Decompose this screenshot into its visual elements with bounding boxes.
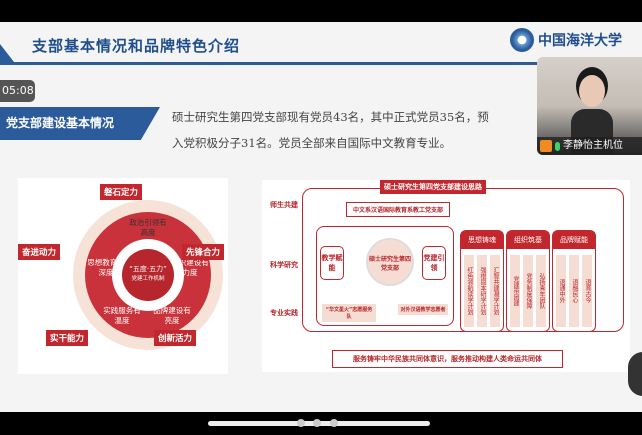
university-logo: 中国海洋大学 [510, 28, 622, 52]
segment: 实践服务有温度 [103, 306, 141, 325]
column-header: 思想铸魂 [461, 231, 503, 249]
segment: 政治引领有高度 [129, 218, 167, 237]
core-circle: “五度·五力” 党建工作机制 [122, 249, 174, 301]
inner-frame [316, 226, 454, 326]
section-banner: 党支部建设基本情况 [0, 107, 160, 140]
top-box: 中文系汉语国际教育系教工党支部 [346, 202, 451, 217]
column-header: 品牌赋能 [553, 231, 595, 249]
university-seal-icon [510, 28, 534, 52]
label: 磐石定力 [100, 184, 143, 200]
microphone-icon [555, 141, 560, 151]
column-item: 语育古今 [582, 255, 592, 327]
column-brand: 品牌赋能 语通中外 语融民心 语育古今 [552, 230, 596, 332]
slide-title: 支部基本情况和品牌特色介绍 [32, 37, 241, 55]
five-degree-diagram: 政治引领有高度 组织建设有力度 品牌建设有亮度 实践服务有温度 思想教育有深度 … [18, 178, 228, 374]
column-item: 党务制度保障 [523, 255, 533, 327]
participant-name: 李静怡主机位 [563, 140, 623, 151]
meeting-timer: 05:08 [0, 80, 35, 102]
column-organization: 组织筑基 党建带团建 党务制度保障 弘扬青年团队 [506, 230, 550, 332]
university-name: 中国海洋大学 [538, 33, 622, 49]
segment: 组织建设有力度 [171, 258, 209, 277]
presentation-slide: 支部基本情况和品牌特色介绍 中国海洋大学 党支部建设基本情况 硕士研究生第四党支… [0, 22, 642, 412]
label: 创新活力 [154, 330, 197, 346]
column-item: 语融民心 [569, 255, 579, 327]
left-box: 教学赋能 [320, 246, 344, 280]
column-item: 汇智共建凝学计划 [490, 255, 500, 327]
intro-paragraph: 硕士研究生第四党支部现有党员43名，其中正式党员35名，预 入党积极分子31名。… [172, 104, 542, 156]
construction-approach-diagram: 硕士研究生第四党支部建设思路 师生共建 科学研究 专业实践 中文系汉语国际教育系… [262, 180, 630, 372]
footer-banner: 服务铸牢中华民族共同体意识，服务推动构建人类命运共同体 [332, 350, 563, 368]
paragraph-line-1: 硕士研究生第四党支部现有党员43名，其中正式党员35名，预 [172, 110, 489, 124]
label: 先锋合力 [182, 244, 225, 260]
diagram-title: 硕士研究生第四党支部建设思路 [380, 180, 486, 194]
scrubber-dot[interactable] [313, 419, 321, 427]
scrubber-dot[interactable] [330, 419, 338, 427]
core-subtitle: 党建工作机制 [131, 276, 165, 282]
column-item: 语通中外 [556, 255, 566, 327]
column-item: 强根固本研学计划 [477, 255, 487, 327]
side-label: 师生共建 [270, 201, 298, 209]
core-title: “五度·五力” [129, 265, 167, 273]
camera-label: 李静怡主机位 [537, 137, 642, 155]
column-header: 组织筑基 [507, 231, 549, 249]
center-circle: 硕士研究生第四党支部 [366, 238, 414, 286]
user-avatar-icon [540, 140, 552, 152]
segment: 品牌建设有亮度 [153, 306, 191, 325]
column-item: 红色领航读学计划 [464, 255, 474, 327]
bottom-box: “华文星火”志愿服务队 [322, 304, 376, 322]
segment: 思想教育有深度 [87, 258, 125, 277]
label: 实干能力 [46, 330, 89, 346]
side-label: 科学研究 [270, 261, 298, 269]
label: 奋进动力 [18, 244, 61, 260]
bottom-box: 对外汉语教学志愿者 [398, 304, 448, 315]
column-thought: 思想铸魂 红色领航读学计划 强根固本研学计划 汇智共建凝学计划 [460, 230, 504, 332]
column-item: 弘扬青年团队 [536, 255, 546, 327]
header-divider [0, 62, 642, 65]
side-label: 专业实践 [270, 309, 298, 317]
header-accent [0, 44, 14, 62]
floating-button[interactable] [628, 352, 642, 396]
scrubber-dot[interactable] [297, 419, 305, 427]
right-box: 党建引领 [422, 246, 446, 280]
webcam-video[interactable]: 李静怡主机位 [537, 57, 642, 155]
column-item: 党建带团建 [510, 255, 520, 327]
paragraph-line-2: 入党积极分子31名。党员全部来自国际中文教育专业。 [172, 136, 452, 150]
